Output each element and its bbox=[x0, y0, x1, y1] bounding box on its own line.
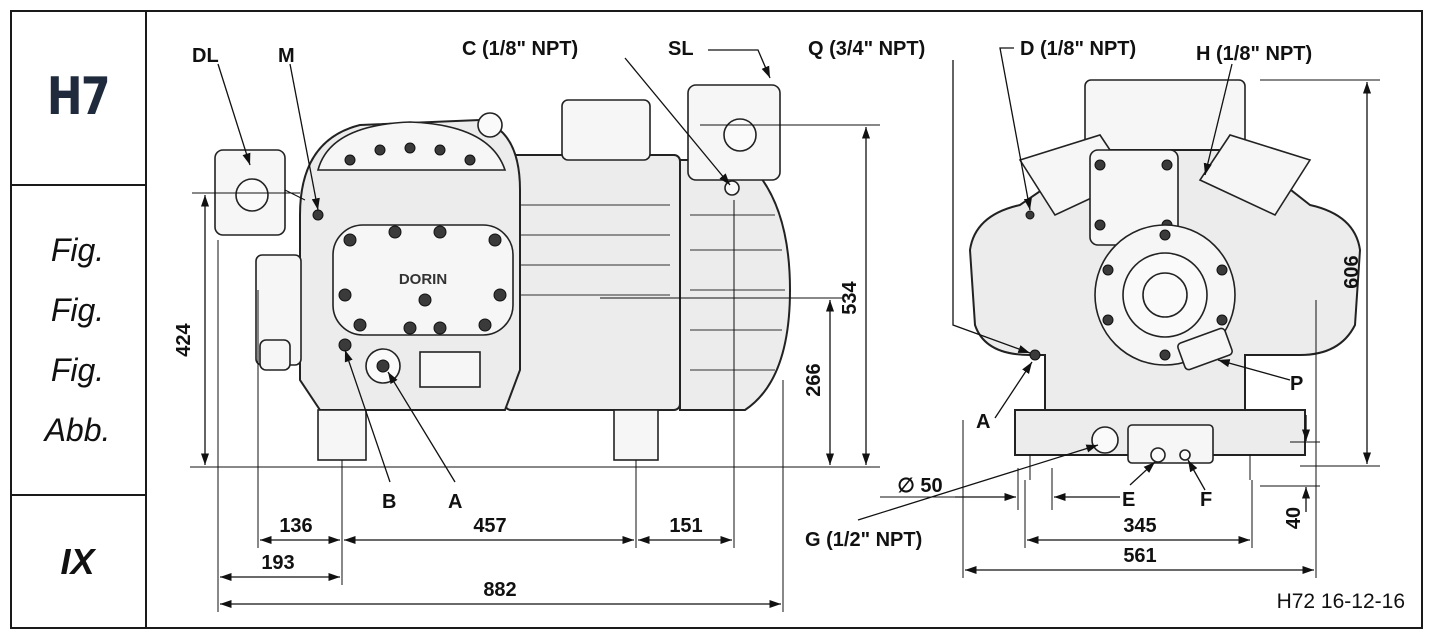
motor-housing bbox=[504, 154, 681, 411]
figure-label-1: Fig. bbox=[50, 232, 105, 268]
dim-606: 606 bbox=[1341, 255, 1363, 288]
model-name: H7 bbox=[46, 67, 110, 127]
figure-label-4: Abb. bbox=[44, 412, 111, 448]
title-column: H7 Fig. Fig. Fig. Abb. IX bbox=[10, 10, 147, 629]
head-right bbox=[1198, 134, 1312, 217]
motor-end-bell bbox=[679, 159, 792, 411]
pressure-connection-m bbox=[312, 209, 324, 221]
callout-f: F bbox=[1200, 489, 1212, 511]
callout-b: B bbox=[382, 491, 396, 513]
dim-534: 534 bbox=[839, 280, 861, 314]
callout-a-front: A bbox=[976, 411, 990, 433]
figure-label-cell: Fig. Fig. Fig. Abb. bbox=[10, 186, 145, 496]
dim-193: 193 bbox=[261, 552, 294, 574]
oil-pressure-switch bbox=[1177, 327, 1233, 371]
callout-sl: SL bbox=[668, 38, 694, 60]
dim-345: 345 bbox=[1123, 515, 1156, 537]
figure-label-3: Fig. bbox=[50, 352, 105, 388]
dim-266: 266 bbox=[803, 363, 825, 396]
bearing-cover bbox=[332, 224, 514, 336]
oil-drain-g bbox=[1091, 426, 1119, 454]
terminal-box bbox=[561, 99, 651, 161]
callout-a-side: A bbox=[448, 491, 462, 513]
version-cell: IX bbox=[10, 496, 145, 627]
foot-right bbox=[613, 409, 659, 461]
dim-424: 424 bbox=[173, 322, 195, 356]
callout-g: G (1/2" NPT) bbox=[805, 529, 922, 551]
dim-136: 136 bbox=[279, 515, 312, 537]
front-terminal-box bbox=[1084, 79, 1246, 151]
callout-c: C (1/8" NPT) bbox=[462, 38, 578, 60]
name-plate bbox=[419, 351, 481, 388]
dim-457: 457 bbox=[473, 515, 506, 537]
callout-e: E bbox=[1122, 489, 1135, 511]
front-view-compressor bbox=[968, 79, 1362, 480]
oil-port-e bbox=[1150, 447, 1166, 463]
version-label: IX bbox=[60, 540, 95, 582]
callout-p: P bbox=[1290, 373, 1303, 395]
dim-561: 561 bbox=[1123, 545, 1156, 567]
dim-882: 882 bbox=[483, 579, 516, 601]
brand-plate-text: DORIN bbox=[399, 271, 447, 288]
dim-40: 40 bbox=[1283, 507, 1305, 529]
front-plug-a bbox=[1029, 349, 1041, 361]
callout-q: Q (3/4" NPT) bbox=[808, 38, 925, 60]
lifting-eye bbox=[477, 112, 503, 138]
side-view-compressor: DORIN bbox=[214, 84, 792, 480]
drawing-code: H72 16-12-16 bbox=[1277, 590, 1405, 613]
callout-dl: DL bbox=[192, 45, 219, 67]
oil-plug bbox=[338, 338, 352, 352]
callout-d: D (1/8" NPT) bbox=[1020, 38, 1136, 60]
callout-h: H (1/8" NPT) bbox=[1196, 43, 1312, 65]
figure-label-2: Fig. bbox=[50, 292, 105, 328]
model-cell: H7 bbox=[10, 10, 145, 186]
callout-m: M bbox=[278, 45, 295, 67]
oil-port-f bbox=[1179, 449, 1191, 461]
dim-diameter-50: ∅ 50 bbox=[897, 475, 942, 497]
foot-left bbox=[317, 409, 367, 461]
drawing-frame bbox=[10, 10, 1423, 629]
dim-151: 151 bbox=[669, 515, 702, 537]
